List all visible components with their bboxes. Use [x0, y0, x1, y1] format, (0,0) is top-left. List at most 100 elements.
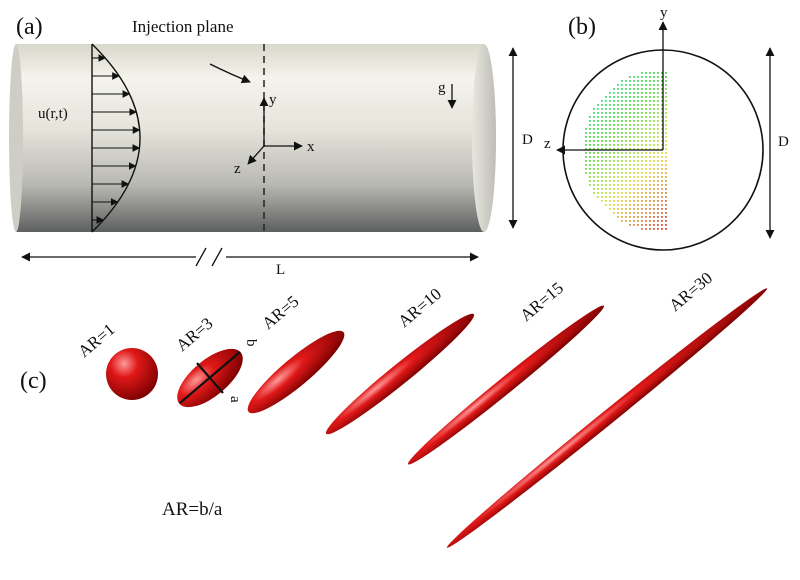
- injection-point: [613, 128, 615, 130]
- injection-point: [645, 120, 647, 122]
- injection-point: [641, 172, 643, 174]
- injection-point: [605, 148, 607, 150]
- injection-point: [613, 200, 615, 202]
- injection-point: [601, 160, 603, 162]
- injection-point: [649, 156, 651, 158]
- injection-point: [657, 220, 659, 222]
- injection-point: [645, 116, 647, 118]
- injection-point: [629, 216, 631, 218]
- injection-point: [633, 144, 635, 146]
- injection-point: [665, 180, 667, 182]
- injection-point: [621, 156, 623, 158]
- injection-point: [657, 100, 659, 102]
- injection-point: [637, 200, 639, 202]
- injection-point: [601, 196, 603, 198]
- injection-point: [621, 184, 623, 186]
- injection-point: [657, 196, 659, 198]
- injection-point: [613, 100, 615, 102]
- injection-point: [637, 164, 639, 166]
- injection-point: [629, 160, 631, 162]
- injection-point: [661, 200, 663, 202]
- injection-point: [649, 140, 651, 142]
- injection-point: [617, 204, 619, 206]
- injection-point: [625, 108, 627, 110]
- injection-point: [633, 152, 635, 154]
- injection-point: [653, 188, 655, 190]
- injection-point: [653, 164, 655, 166]
- injection-point: [617, 180, 619, 182]
- injection-point: [629, 88, 631, 90]
- injection-point: [589, 148, 591, 150]
- injection-point: [589, 120, 591, 122]
- semi-axis-b-label: b: [243, 339, 259, 347]
- injection-point: [625, 192, 627, 194]
- injection-point: [621, 148, 623, 150]
- injection-point: [633, 188, 635, 190]
- injection-point: [641, 152, 643, 154]
- injection-point: [653, 208, 655, 210]
- injection-point: [637, 160, 639, 162]
- injection-point: [633, 136, 635, 138]
- injection-point: [613, 136, 615, 138]
- injection-point: [661, 160, 663, 162]
- injection-point: [665, 208, 667, 210]
- injection-point: [617, 112, 619, 114]
- injection-point: [653, 88, 655, 90]
- injection-point: [629, 144, 631, 146]
- injection-point: [657, 204, 659, 206]
- injection-point: [609, 120, 611, 122]
- injection-point: [613, 176, 615, 178]
- injection-point: [613, 196, 615, 198]
- injection-point: [613, 112, 615, 114]
- panel-c: (c) AR=1 AR=3 b a AR=5 AR=10 AR=15: [20, 268, 768, 548]
- injection-point: [649, 144, 651, 146]
- injection-point: [633, 108, 635, 110]
- injection-point: [637, 80, 639, 82]
- injection-point: [597, 140, 599, 142]
- injection-point: [641, 208, 643, 210]
- injection-point: [637, 108, 639, 110]
- injection-point: [629, 104, 631, 106]
- injection-point: [621, 176, 623, 178]
- injection-point: [661, 132, 663, 134]
- injection-point: [609, 144, 611, 146]
- injection-point: [593, 180, 595, 182]
- injection-point: [593, 140, 595, 142]
- injection-point: [625, 104, 627, 106]
- injection-point: [637, 172, 639, 174]
- injection-point: [661, 208, 663, 210]
- injection-point: [617, 88, 619, 90]
- injection-point: [625, 172, 627, 174]
- injection-point: [617, 96, 619, 98]
- injection-point: [629, 100, 631, 102]
- injection-point: [609, 128, 611, 130]
- injection-point: [625, 212, 627, 214]
- injection-point: [653, 84, 655, 86]
- injection-point: [617, 116, 619, 118]
- injection-point: [661, 72, 663, 74]
- injection-point: [593, 164, 595, 166]
- injection-point: [597, 172, 599, 174]
- injection-point: [629, 76, 631, 78]
- injection-point: [665, 200, 667, 202]
- injection-point: [601, 132, 603, 134]
- injection-point: [613, 192, 615, 194]
- injection-point: [621, 92, 623, 94]
- particle-ar-1-shape: [106, 348, 158, 400]
- injection-point: [653, 120, 655, 122]
- injection-point: [605, 160, 607, 162]
- injection-point: [653, 104, 655, 106]
- injection-point: [609, 188, 611, 190]
- injection-point: [657, 80, 659, 82]
- injection-point: [653, 76, 655, 78]
- injection-point: [629, 208, 631, 210]
- injection-point: [633, 200, 635, 202]
- injection-point: [621, 188, 623, 190]
- injection-point: [629, 168, 631, 170]
- injection-point: [621, 104, 623, 106]
- injection-point: [657, 228, 659, 230]
- injection-point: [593, 124, 595, 126]
- injection-point: [601, 144, 603, 146]
- injection-point: [585, 148, 587, 150]
- injection-point: [629, 112, 631, 114]
